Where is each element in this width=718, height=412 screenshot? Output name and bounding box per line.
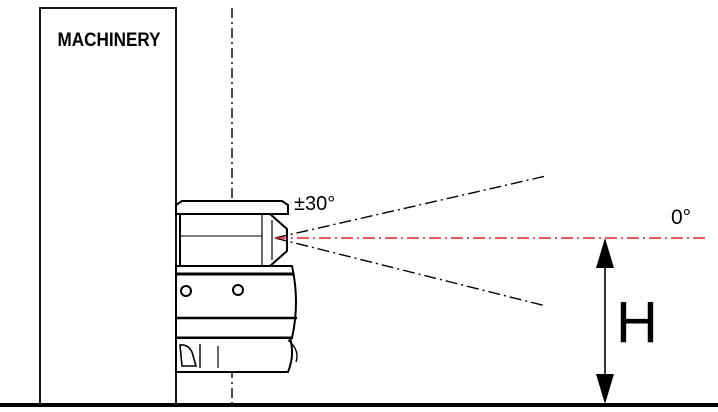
scanner-window (179, 213, 288, 267)
tilt-angle-label: ±30° (294, 193, 335, 215)
screw-right (232, 284, 244, 296)
beam-lower (274, 237, 547, 307)
machinery-label: MACHINERY (58, 30, 161, 51)
scanner-device (175, 200, 298, 373)
arrow-head-down (596, 374, 614, 404)
arrow-head-up (596, 238, 614, 268)
scanner-body (175, 265, 297, 339)
zero-angle-label: 0° (671, 206, 691, 229)
scanner-base (175, 337, 294, 373)
screw-left (180, 285, 192, 297)
height-label: H (616, 290, 658, 355)
scanner-head (175, 200, 289, 215)
beam-upper (274, 175, 547, 239)
machinery-block: MACHINERY (39, 7, 177, 405)
height-dimension (596, 238, 614, 404)
